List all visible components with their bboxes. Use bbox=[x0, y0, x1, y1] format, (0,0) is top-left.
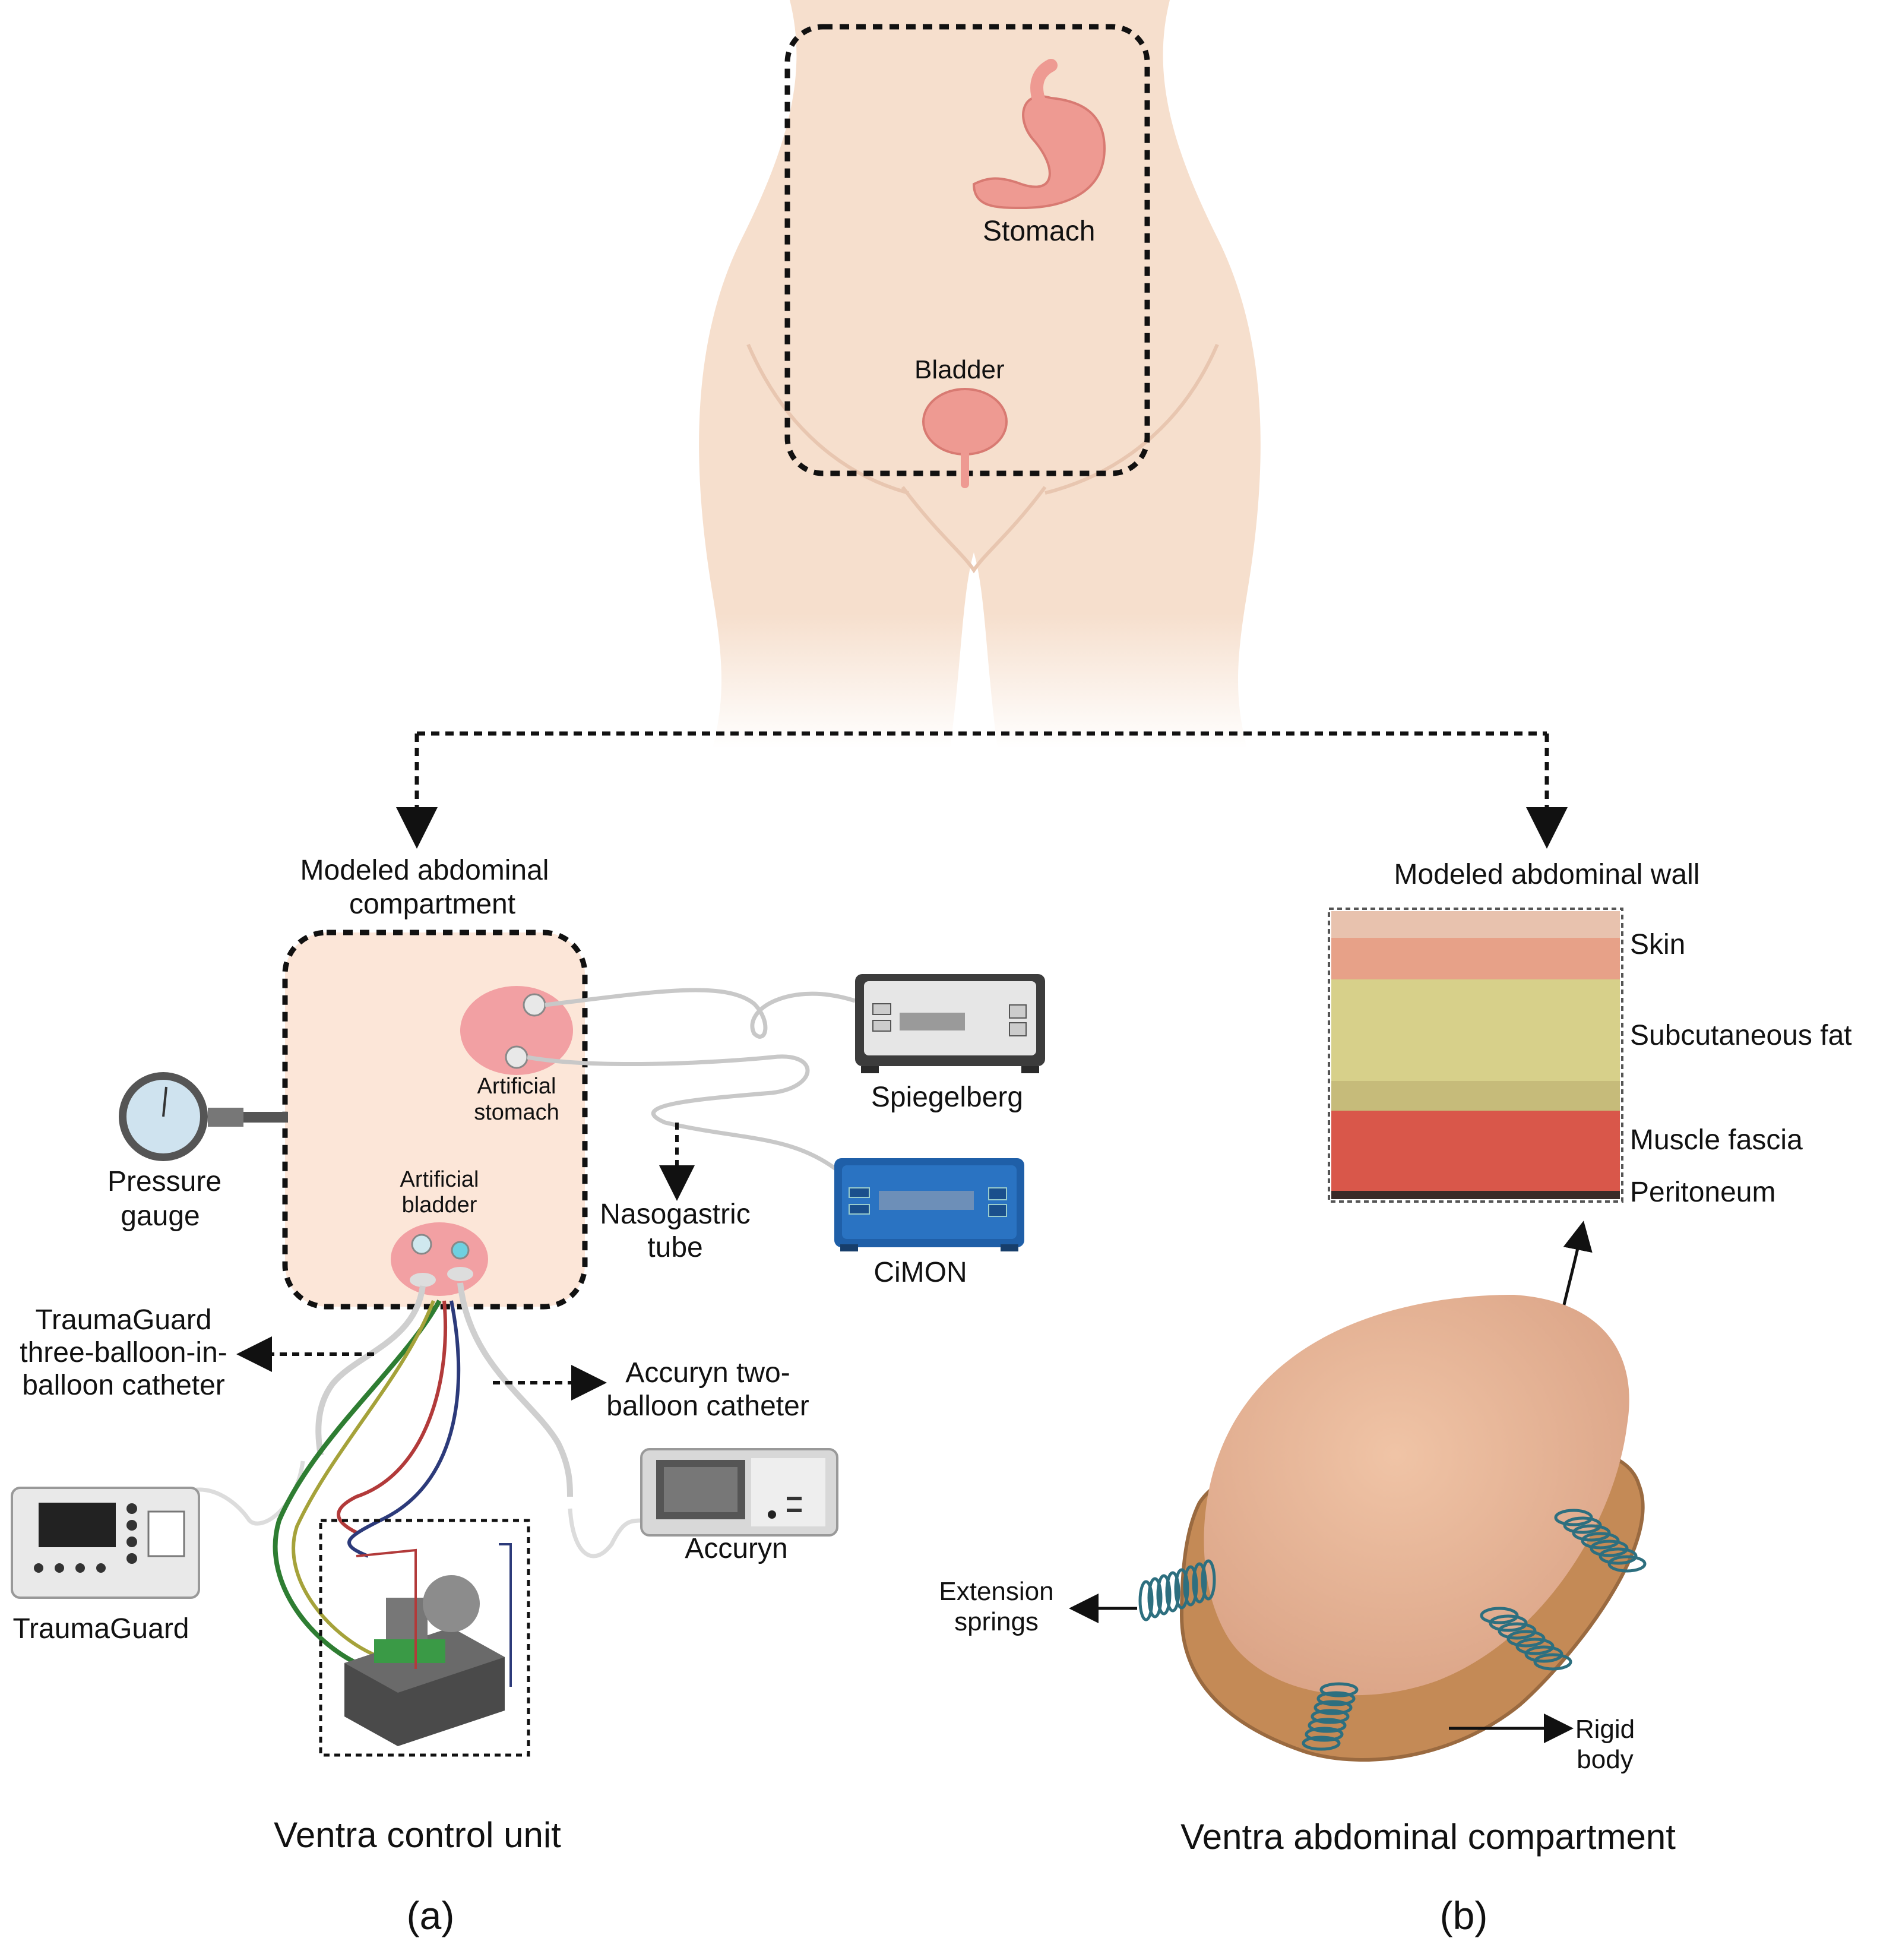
layer-peritoneum bbox=[1331, 1191, 1620, 1199]
panel-a-letter: (a) bbox=[406, 1893, 455, 1937]
pressure-gauge-label-line2: gauge bbox=[121, 1200, 200, 1232]
abdominal-pad bbox=[1204, 1295, 1629, 1696]
torso-illustration bbox=[699, 0, 1261, 748]
panel-b-graphics bbox=[1069, 908, 1647, 1762]
artificial-bladder bbox=[391, 1222, 488, 1296]
panel-a-graphics bbox=[11, 930, 1045, 1757]
layer-fat-lower bbox=[1331, 1081, 1620, 1111]
spring-bottom bbox=[1302, 1682, 1359, 1751]
spring-left bbox=[1138, 1559, 1216, 1621]
bladder-port-4 bbox=[447, 1267, 473, 1281]
nasogastric-label-line1: Nasogastric bbox=[600, 1199, 751, 1230]
bladder-port-1 bbox=[411, 1234, 432, 1255]
wall-sample-frame bbox=[1328, 908, 1623, 1203]
artificial-bladder-label-line2: bladder bbox=[401, 1193, 477, 1218]
torso-body bbox=[699, 0, 1261, 748]
springs-label-line2: springs bbox=[954, 1607, 1039, 1636]
traumaguard-catheter-label-line2: three-balloon-in- bbox=[20, 1337, 227, 1368]
stomach-tube bbox=[1030, 59, 1058, 108]
layer-label-muscle-fascia: Muscle fascia bbox=[1630, 1124, 1803, 1156]
cimon-tube bbox=[527, 1054, 839, 1172]
rigid-label-line2: body bbox=[1577, 1745, 1634, 1774]
traumaguard-lead bbox=[189, 1460, 305, 1526]
cimon-device bbox=[834, 1158, 1024, 1251]
panel-b-letter: (b) bbox=[1439, 1893, 1488, 1937]
accuryn-catheter-tube bbox=[457, 1282, 573, 1497]
accuryn-catheter-label-line2: balloon catheter bbox=[606, 1390, 809, 1422]
spring-right-middle bbox=[1480, 1607, 1572, 1671]
panel-a-heading-line2: compartment bbox=[349, 889, 516, 920]
layer-label-subcutaneous-fat: Subcutaneous fat bbox=[1630, 1020, 1852, 1051]
artificial-bladder-label-line1: Artificial bbox=[400, 1167, 479, 1192]
control-wire-navy bbox=[347, 1300, 461, 1558]
control-wire-olive bbox=[292, 1300, 435, 1659]
accuryn-label: Accuryn bbox=[685, 1533, 788, 1564]
bladder-port-3 bbox=[410, 1273, 436, 1287]
spring-right-top bbox=[1554, 1509, 1647, 1573]
accuryn-catheter-label-line1: Accuryn two- bbox=[625, 1357, 790, 1389]
stomach-port-2 bbox=[505, 1045, 528, 1069]
stomach-organ bbox=[972, 95, 1106, 210]
panel-a-caption: Ventra control unit bbox=[274, 1815, 561, 1855]
rigid-label-line1: Rigid bbox=[1575, 1715, 1635, 1744]
spiegelberg-device bbox=[855, 974, 1045, 1073]
nasogastric-label-line2: tube bbox=[647, 1232, 703, 1263]
layer-top-edge bbox=[1331, 911, 1620, 938]
control-unit-hardware bbox=[344, 1543, 512, 1746]
layer-label-skin: Skin bbox=[1630, 929, 1686, 960]
bladder-organ bbox=[922, 388, 1008, 456]
bladder-label: Bladder bbox=[914, 355, 1005, 384]
traumaguard-catheter-label-line3: balloon catheter bbox=[22, 1370, 225, 1401]
panel-b-caption: Ventra abdominal compartment bbox=[1180, 1817, 1676, 1857]
torso-groin-line bbox=[901, 486, 1047, 574]
control-wire-green bbox=[273, 1300, 442, 1665]
branch-arrows bbox=[396, 731, 1568, 849]
cimon-label: CiMON bbox=[873, 1257, 967, 1288]
pressure-gauge-label-line1: Pressure bbox=[107, 1166, 222, 1197]
panel-b-heading: Modeled abdominal wall bbox=[1394, 859, 1700, 890]
traumaguard-device bbox=[11, 1487, 200, 1599]
traumaguard-label: TraumaGuard bbox=[12, 1613, 189, 1645]
spiegelberg-tube bbox=[545, 988, 856, 1039]
pressure-gauge bbox=[119, 1072, 288, 1161]
layer-skin bbox=[1331, 938, 1620, 979]
torso-hip-line-left bbox=[746, 343, 909, 495]
control-wire-red bbox=[337, 1300, 447, 1534]
artificial-stomach-label-line2: stomach bbox=[474, 1100, 559, 1125]
layer-muscle-fascia bbox=[1331, 1111, 1620, 1191]
control-unit-dashed-box bbox=[319, 1519, 530, 1757]
layer-label-peritoneum: Peritoneum bbox=[1630, 1177, 1776, 1208]
panel-a-heading-line1: Modeled abdominal bbox=[300, 855, 549, 886]
accuryn-lead bbox=[568, 1508, 645, 1558]
traumaguard-catheter-tube bbox=[315, 1285, 426, 1456]
artificial-stomach-label-line1: Artificial bbox=[477, 1074, 556, 1099]
torso-hip-line-right bbox=[1044, 343, 1219, 495]
accuryn-device bbox=[640, 1448, 838, 1537]
springs-label-line1: Extension bbox=[939, 1577, 1054, 1606]
bladder-port-2 bbox=[451, 1241, 470, 1260]
stomach-port-1 bbox=[523, 993, 546, 1017]
traumaguard-catheter-label-line1: TraumaGuard bbox=[35, 1304, 212, 1336]
spiegelberg-label: Spiegelberg bbox=[871, 1082, 1024, 1113]
stomach-label: Stomach bbox=[983, 216, 1096, 247]
